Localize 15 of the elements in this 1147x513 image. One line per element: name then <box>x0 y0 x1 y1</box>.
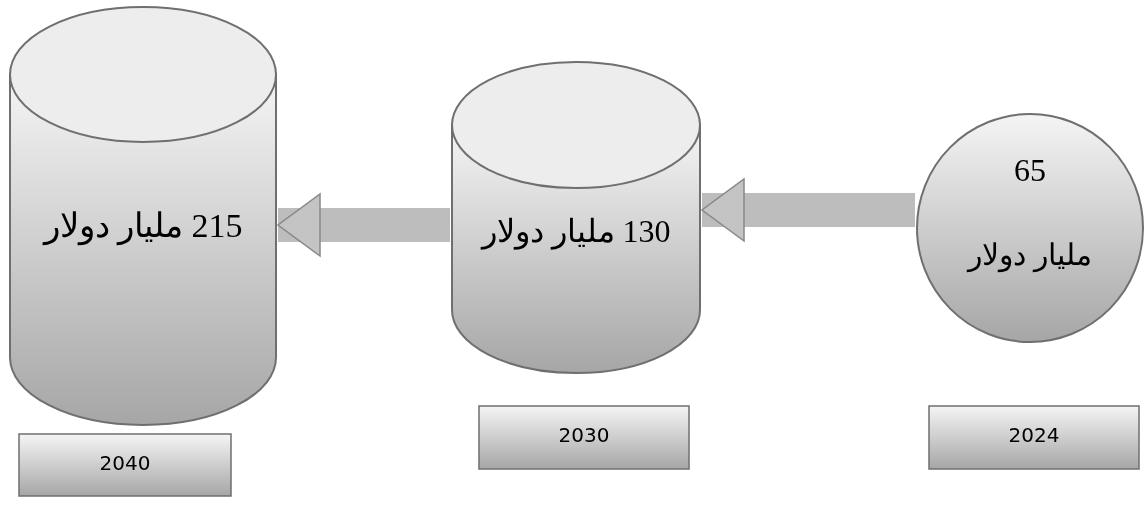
cylinder-shape <box>8 5 278 427</box>
year-label: 2030 <box>558 423 610 447</box>
value-label: مليار دولار <box>968 238 1092 271</box>
circle-shape <box>915 112 1145 344</box>
year-box <box>478 405 690 470</box>
value-label: 65 <box>1014 152 1046 188</box>
cylinder-shape <box>450 60 702 375</box>
block-arrow <box>701 178 915 242</box>
year-box <box>928 405 1140 470</box>
value-label: 130 مليار دولار <box>481 213 671 249</box>
year-box <box>18 433 232 497</box>
value-label: 215 مليار دولار <box>43 207 243 244</box>
year-label: 2024 <box>1008 423 1060 447</box>
block-arrow <box>277 193 450 257</box>
year-label: 2040 <box>99 451 151 475</box>
